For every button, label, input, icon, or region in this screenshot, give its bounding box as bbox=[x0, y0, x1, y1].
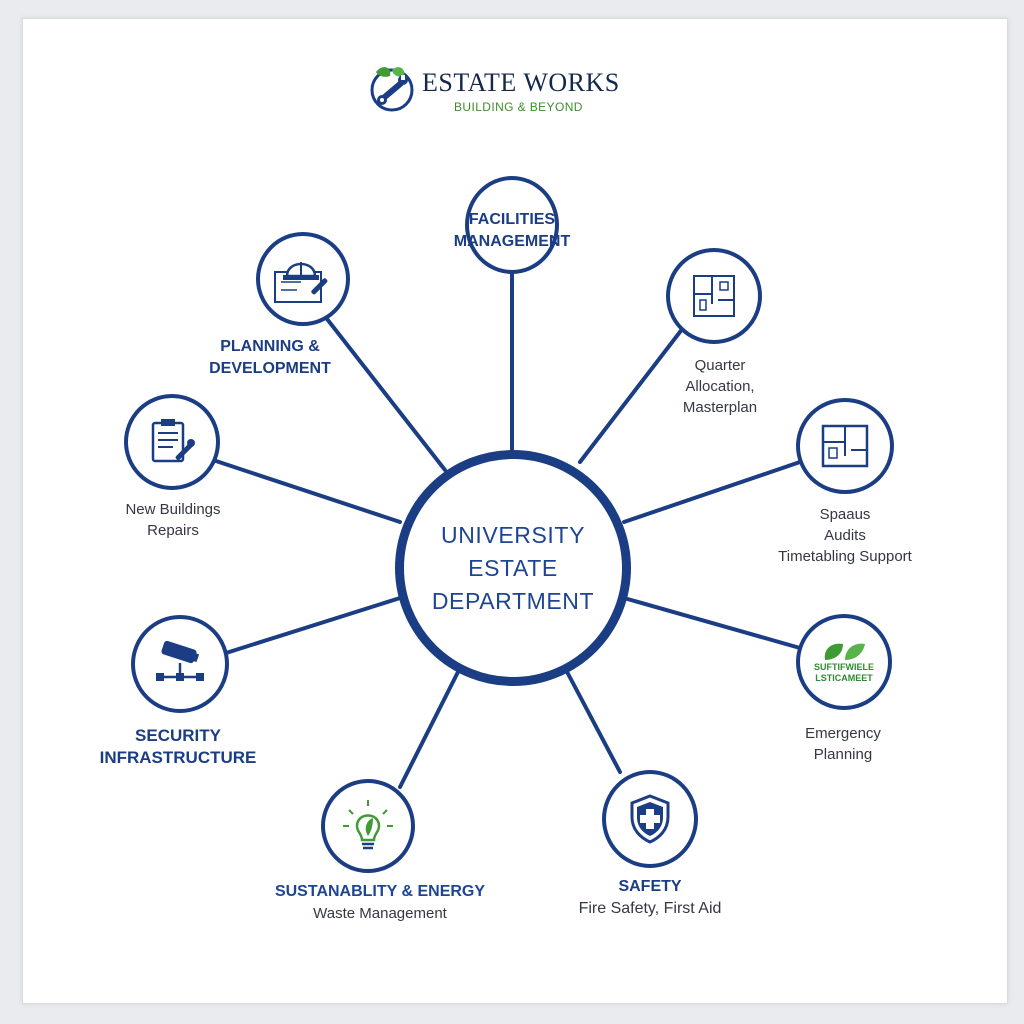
planning-label: PLANNING & DEVELOPMENT bbox=[190, 336, 350, 380]
quarter-line3: Masterplan bbox=[682, 399, 758, 416]
logo-subtitle: BUILDING & BEYOND bbox=[454, 100, 583, 114]
security-label: SECURITY INFRASTRUCTURE bbox=[90, 725, 266, 769]
link-planning bbox=[318, 308, 447, 472]
sustainability-line2: Waste Management bbox=[313, 905, 447, 922]
facilities-line1: FACILITIES bbox=[468, 211, 556, 228]
spaces-node bbox=[796, 398, 894, 494]
planning-node bbox=[256, 232, 350, 326]
emergency-line2: Planning bbox=[813, 746, 873, 763]
hub-line2: ESTATE bbox=[468, 554, 558, 581]
quarter-line1: Quarter bbox=[694, 357, 746, 374]
emergency-node: SUFTIFWIELE LSTICAMEET bbox=[796, 614, 892, 710]
spaces-line2: Audits bbox=[824, 527, 866, 544]
shield-cross-icon bbox=[630, 794, 670, 844]
facilities-node bbox=[465, 176, 559, 274]
hub-node: UNIVERSITY ESTATE DEPARTMENT bbox=[395, 450, 631, 686]
blueprint-icon bbox=[821, 424, 869, 468]
wrench-leaf-icon bbox=[370, 67, 414, 112]
new-buildings-label: New Buildings Repairs bbox=[100, 499, 246, 541]
estate-works-logo: ESTATE WORKS BUILDING & BEYOND bbox=[366, 62, 666, 122]
sustainability-line1: SUSTANABLITY & ENERGY bbox=[274, 883, 486, 900]
hub-line3: DEPARTMENT bbox=[431, 587, 595, 614]
floorplan-icon bbox=[693, 275, 735, 317]
safety-node bbox=[602, 770, 698, 868]
emergency-label: Emergency Planning bbox=[780, 723, 906, 765]
sustainability-label: SUSTANABLITY & ENERGY Waste Management bbox=[252, 881, 508, 924]
sustainability-node bbox=[321, 779, 415, 873]
leaves-icon bbox=[824, 643, 865, 660]
security-line1: SECURITY bbox=[135, 726, 221, 745]
security-line2: INFRASTRUCTURE bbox=[99, 748, 257, 767]
planning-line1: PLANNING & bbox=[220, 338, 320, 355]
new-buildings-line2: Repairs bbox=[147, 522, 199, 539]
link-spaces bbox=[622, 460, 802, 524]
spaces-line1: Spaaus bbox=[819, 506, 871, 523]
emergency-line1: Emergency bbox=[805, 725, 881, 742]
emergency-badge-line2: LSTICAMEET bbox=[815, 673, 873, 683]
link-new-buildings bbox=[214, 459, 402, 524]
security-camera-icon bbox=[156, 640, 204, 681]
facilities-line2: MANAGEMENT bbox=[453, 233, 571, 250]
new-buildings-node bbox=[124, 394, 220, 490]
emergency-badge-line1: SUFTIFWIELE bbox=[814, 662, 874, 672]
hardhat-blueprint-icon bbox=[274, 262, 328, 303]
quarter-label: Quarter Allocation, Masterplan bbox=[650, 355, 790, 418]
link-sustainability bbox=[398, 666, 462, 789]
link-emergency bbox=[622, 596, 802, 650]
security-node bbox=[131, 615, 229, 713]
link-quarter bbox=[578, 326, 685, 464]
new-buildings-line1: New Buildings bbox=[125, 501, 221, 518]
spaces-label: Spaaus Audits Timetabling Support bbox=[760, 504, 930, 567]
logo-title: ESTATE WORKS bbox=[422, 68, 620, 97]
lightbulb-icon bbox=[343, 800, 393, 850]
safety-line2: Fire Safety, First Aid bbox=[578, 900, 722, 917]
safety-label: SAFETY Fire Safety, First Aid bbox=[550, 876, 750, 919]
link-safety bbox=[563, 666, 622, 774]
planning-line2: DEVELOPMENT bbox=[209, 360, 331, 377]
clipboard-wrench-icon bbox=[151, 419, 195, 463]
facilities-label: FACILITIES MANAGEMENT bbox=[432, 209, 592, 253]
quarter-node bbox=[666, 248, 762, 344]
link-security bbox=[224, 596, 402, 655]
spaces-line3: Timetabling Support bbox=[778, 548, 912, 565]
safety-line1: SAFETY bbox=[618, 878, 682, 895]
hub-line1: UNIVERSITY bbox=[440, 521, 586, 548]
quarter-line2: Allocation, bbox=[685, 378, 755, 395]
